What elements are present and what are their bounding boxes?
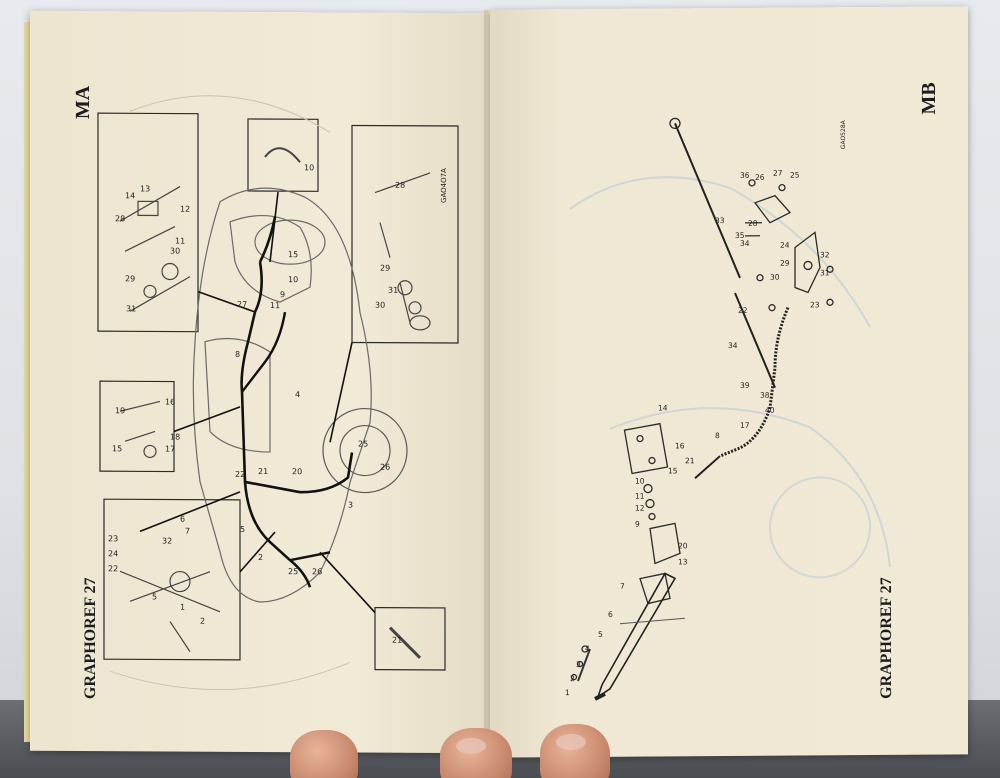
svg-text:7: 7	[185, 527, 190, 536]
drawing-code-left: GAO4O7A	[440, 168, 448, 203]
svg-text:3: 3	[576, 660, 581, 669]
svg-text:9: 9	[280, 290, 285, 299]
svg-text:14: 14	[658, 403, 668, 412]
svg-text:18: 18	[170, 433, 180, 442]
svg-text:3: 3	[348, 500, 353, 509]
svg-text:10: 10	[304, 163, 314, 172]
svg-text:34: 34	[728, 341, 738, 350]
svg-text:35: 35	[735, 231, 745, 240]
svg-text:26: 26	[755, 173, 765, 182]
drawing-code-right: GAO528A	[840, 120, 847, 150]
svg-text:8: 8	[235, 350, 240, 359]
svg-text:33: 33	[715, 216, 725, 225]
svg-text:21: 21	[685, 456, 695, 465]
svg-text:30: 30	[770, 273, 780, 282]
svg-text:21: 21	[392, 636, 402, 645]
svg-text:28: 28	[395, 181, 405, 190]
svg-text:5: 5	[240, 525, 245, 534]
svg-text:13: 13	[140, 184, 150, 193]
svg-text:15: 15	[288, 250, 298, 259]
svg-text:17: 17	[165, 444, 175, 453]
svg-text:20: 20	[292, 467, 302, 476]
svg-text:29: 29	[380, 264, 390, 273]
svg-text:21: 21	[258, 467, 268, 476]
svg-text:32: 32	[820, 250, 830, 259]
svg-text:22: 22	[235, 470, 245, 479]
svg-text:4: 4	[295, 390, 300, 399]
svg-text:10: 10	[288, 275, 298, 284]
svg-text:36: 36	[740, 171, 750, 180]
svg-text:26: 26	[312, 567, 322, 576]
svg-text:28: 28	[748, 219, 758, 228]
svg-text:16: 16	[165, 397, 175, 406]
svg-text:31: 31	[820, 268, 830, 277]
svg-text:9: 9	[635, 520, 640, 529]
svg-text:38: 38	[760, 391, 770, 400]
svg-text:12: 12	[180, 205, 190, 214]
svg-text:20: 20	[678, 541, 688, 550]
graphoref-label-left: GRAPHOREF 27	[82, 577, 99, 700]
svg-text:11: 11	[175, 237, 185, 246]
svg-text:23: 23	[108, 534, 118, 543]
svg-text:40: 40	[765, 406, 775, 415]
svg-text:25: 25	[358, 440, 368, 449]
svg-text:39: 39	[740, 381, 750, 390]
svg-text:26: 26	[380, 463, 390, 472]
svg-text:11: 11	[635, 492, 645, 501]
svg-text:24: 24	[780, 241, 790, 250]
svg-text:5: 5	[598, 630, 603, 639]
svg-text:27: 27	[773, 169, 783, 178]
svg-text:7: 7	[620, 582, 625, 591]
svg-text:25: 25	[790, 171, 800, 180]
page-code-mb: MB	[918, 82, 940, 115]
svg-text:22: 22	[108, 564, 118, 573]
svg-text:24: 24	[108, 549, 118, 558]
svg-text:16: 16	[675, 441, 685, 450]
svg-text:27: 27	[237, 300, 247, 309]
svg-text:4: 4	[585, 644, 590, 653]
svg-text:22: 22	[738, 306, 748, 315]
svg-text:5: 5	[152, 592, 157, 601]
svg-text:2: 2	[258, 553, 263, 562]
svg-text:29: 29	[125, 274, 135, 283]
fingernail-2	[556, 734, 586, 750]
fingernail	[456, 738, 486, 754]
svg-text:1: 1	[180, 603, 185, 612]
svg-text:31: 31	[388, 286, 398, 295]
svg-text:19: 19	[115, 406, 125, 415]
svg-text:30: 30	[170, 247, 180, 256]
svg-text:17: 17	[740, 421, 750, 430]
svg-text:15: 15	[112, 444, 122, 453]
svg-text:32: 32	[162, 536, 172, 545]
svg-text:12: 12	[635, 504, 645, 513]
svg-text:10: 10	[635, 477, 645, 486]
finger-3	[540, 724, 610, 778]
svg-text:11: 11	[270, 301, 280, 310]
svg-text:8: 8	[715, 431, 720, 440]
svg-text:2: 2	[570, 674, 575, 683]
svg-text:1: 1	[565, 688, 570, 697]
page-code-ma: MA	[72, 85, 94, 120]
finger-1	[290, 730, 358, 778]
svg-text:6: 6	[608, 610, 613, 619]
svg-text:15: 15	[668, 466, 678, 475]
svg-text:23: 23	[810, 300, 820, 309]
svg-text:2: 2	[200, 617, 205, 626]
svg-text:6: 6	[180, 515, 185, 524]
graphoref-label-right: GRAPHOREF 27	[878, 577, 895, 699]
svg-text:31: 31	[126, 304, 136, 313]
svg-text:30: 30	[375, 301, 385, 310]
svg-text:29: 29	[780, 259, 790, 268]
svg-text:14: 14	[125, 191, 135, 200]
svg-text:28: 28	[115, 214, 125, 223]
svg-text:34: 34	[740, 239, 750, 248]
svg-text:25: 25	[288, 567, 298, 576]
svg-text:13: 13	[678, 557, 688, 566]
